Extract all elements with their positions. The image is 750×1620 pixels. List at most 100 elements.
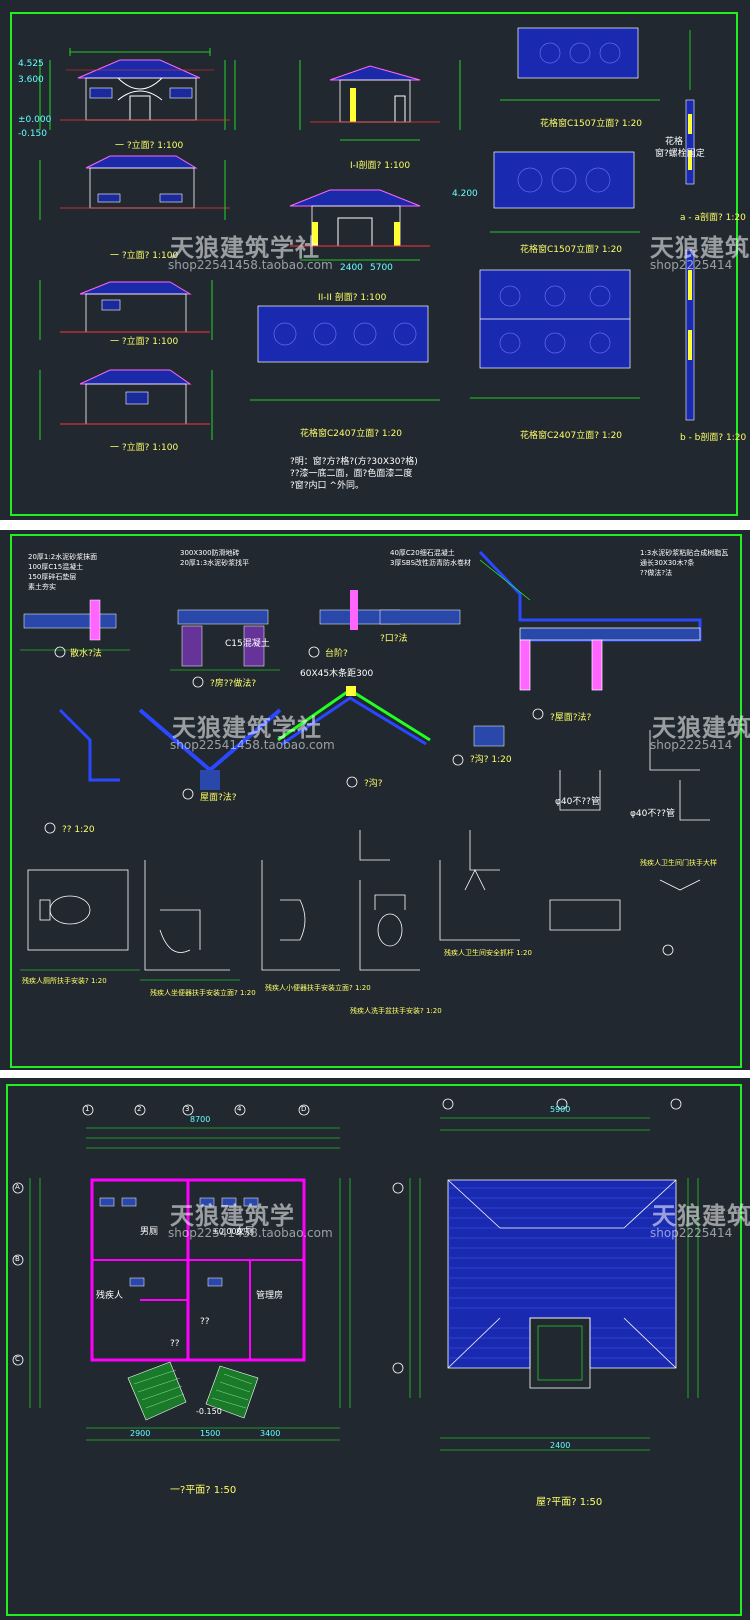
roof-plan <box>392 1098 699 1451</box>
rear-elevation <box>39 155 230 220</box>
note-a: 20厚1:2水泥砂浆抹面 <box>28 553 98 561</box>
title-window-3: 花格窗C2407立面? 1:20 <box>520 431 623 441</box>
dim-label-1: 4.525 <box>18 59 44 69</box>
watermark-shop-3-right: shop2225414 <box>650 1226 733 1240</box>
detail-title-10: 残疾人厕所扶手安装? 1:20 <box>22 977 107 985</box>
elevation-drawings <box>39 27 695 440</box>
title-window-4: 花格窗C2407立面? 1:20 <box>300 429 403 439</box>
dim-b: 1500 <box>200 1429 221 1438</box>
floor-elev: ±0.000 <box>212 1227 242 1236</box>
title-section-1: I-I剖面? 1:100 <box>350 161 411 171</box>
title-window-1: 花格窗C1507立面? 1:20 <box>540 119 643 129</box>
axis-d: D <box>301 1105 307 1113</box>
dim-label-4: -0.150 <box>18 129 48 139</box>
title-section-b: b - b剖面? 1:20 <box>680 433 747 443</box>
note-g: 40厚C20细石混凝土 <box>390 549 455 557</box>
room-women: 女厕 <box>236 1227 255 1237</box>
room-x2: ?? <box>170 1339 180 1349</box>
title-section-2: II-II 剖面? 1:100 <box>318 293 387 303</box>
axis-c: C <box>15 1355 20 1363</box>
dim-total: 8700 <box>190 1115 211 1124</box>
detail-title-14: 残疾人卫生间安全抓杆 1:20 <box>444 949 532 957</box>
detail-title-3: 台阶? <box>325 649 348 659</box>
entry-ramps <box>127 1361 259 1421</box>
plan-drawings <box>12 1098 699 1451</box>
left-elevation <box>39 280 213 340</box>
watermark-brand-3-right: 天狼建筑 <box>652 1202 750 1230</box>
watermark-brand-2: 天狼建筑学社 <box>172 714 322 742</box>
axis-3: 3 <box>185 1105 190 1113</box>
axis-4: 4 <box>237 1105 242 1113</box>
title-elevation-4: 一 ?立面? 1:100 <box>110 443 179 453</box>
lattice-window-3 <box>470 269 640 399</box>
detail-title-1: 散水?法 <box>70 649 102 659</box>
note-d: 素土夯实 <box>28 583 56 591</box>
detail-title-2: ?房??做法? <box>210 679 257 689</box>
note-e: 300X300防滑地砖 <box>180 549 240 557</box>
dim-label-7: 5700 <box>370 263 393 273</box>
title-elevation-2: 一 ?立面? 1:100 <box>110 251 179 261</box>
watermark-brand: 天狼建筑学社 <box>170 234 320 262</box>
note-line-1: ?明：窗?方?格?(方?30X30?格) <box>290 457 418 467</box>
dim-roof-total: 5900 <box>550 1105 571 1114</box>
watermark-shop-right: shop2225414 <box>650 258 733 272</box>
watermark-brand-3: 天狼建筑学 <box>170 1202 295 1230</box>
watermark-brand-right: 天狼建筑 <box>650 234 750 262</box>
title-elevation-3: 一 ?立面? 1:100 <box>110 337 179 347</box>
pipe-label-1: φ40不??管 <box>555 797 600 807</box>
dim-label-6: 2400 <box>340 263 363 273</box>
dim-a: 2900 <box>130 1429 151 1438</box>
side-elevation <box>299 60 461 141</box>
lattice-window-4 <box>250 305 440 401</box>
drawing-sheet-details: 散水?法 ?房??做法? 台阶? ?口?法 屋面?法? ?屋面?法? ?沟? ?… <box>0 530 750 1070</box>
label-huage: 花格 <box>665 137 684 147</box>
axis-a: A <box>15 1183 20 1191</box>
note-f: 20厚1:3水泥砂浆找平 <box>180 559 250 567</box>
lattice-window-1 <box>500 27 691 101</box>
note-k: ??做法?法 <box>640 569 673 577</box>
right-elevation <box>39 369 213 440</box>
dim-label-3: ±0.000 <box>18 115 52 125</box>
plan-title: 一?平面? 1:50 <box>170 1485 237 1496</box>
sheet-frame-1 <box>10 12 738 516</box>
front-elevation <box>60 59 230 121</box>
eave-detail <box>478 550 702 691</box>
note-line-2: ??漆一底二面，面?色面漆二度 <box>290 469 413 479</box>
watermark-shop-2-right: shop2225414 <box>650 738 733 752</box>
detail-title-6: ?屋面?法? <box>550 713 592 723</box>
watermark-brand-2-right: 天狼建筑 <box>652 714 750 742</box>
dim-c: 3400 <box>260 1429 281 1438</box>
note-j: 通长30X30木?条 <box>640 559 695 567</box>
dim-porch: 2400 <box>550 1441 571 1450</box>
dim-label-2: 3.600 <box>18 75 44 85</box>
sheet-frame-3 <box>6 1084 742 1616</box>
detail-title-11: 残疾人坐便器扶手安装立面? 1:20 <box>150 989 256 997</box>
room-accessible: 残疾人 <box>96 1291 124 1301</box>
drawing-sheet-plans: 一?平面? 1:50 屋?平面? 1:50 男厕 女厕 管理房 残疾人 ?? ?… <box>0 1078 750 1620</box>
room-x1: ?? <box>200 1317 210 1327</box>
watermark-shop-3: shop22541458.taobao.com <box>168 1226 333 1240</box>
axis-b: B <box>15 1255 20 1263</box>
title-elevation-1: 一 ?立面? 1:100 <box>115 141 184 151</box>
detail-title-5: 屋面?法? <box>200 793 237 803</box>
dim-label-5: 4.200 <box>452 189 478 199</box>
axis-1: 1 <box>85 1105 90 1113</box>
detail-title-4: ?口?法 <box>380 634 408 644</box>
ground-details <box>23 590 461 667</box>
pipe-label-2: φ40不??管 <box>630 809 675 819</box>
timber-spec: 60X45木条距300 <box>300 669 374 679</box>
detail-title-12: 残疾人小便器扶手安装立面? 1:20 <box>265 984 371 992</box>
title-window-2: 花格窗C1507立面? 1:20 <box>520 245 623 255</box>
note-line-3: ?窗?内口 ^外同。 <box>290 481 364 491</box>
roof-plan-title: 屋?平面? 1:50 <box>536 1497 603 1508</box>
drawing-sheet-elevations: 一 ?立面? 1:100 一 ?立面? 1:100 一 ?立面? 1:100 一… <box>0 0 750 520</box>
sheet-frame-2 <box>10 534 742 1068</box>
watermark-shop-2: shop22541458.taobao.com <box>170 738 335 752</box>
note-b: 100厚C15混凝土 <box>28 563 84 571</box>
room-men: 男厕 <box>140 1227 159 1237</box>
note-c: 150厚碎石垫层 <box>28 573 77 581</box>
toilet-details <box>27 860 520 971</box>
handrail-details <box>359 730 710 931</box>
floor-plan <box>12 1104 351 1441</box>
note-i: 1:3水泥砂浆粘贴合成树脂瓦 <box>640 549 729 557</box>
